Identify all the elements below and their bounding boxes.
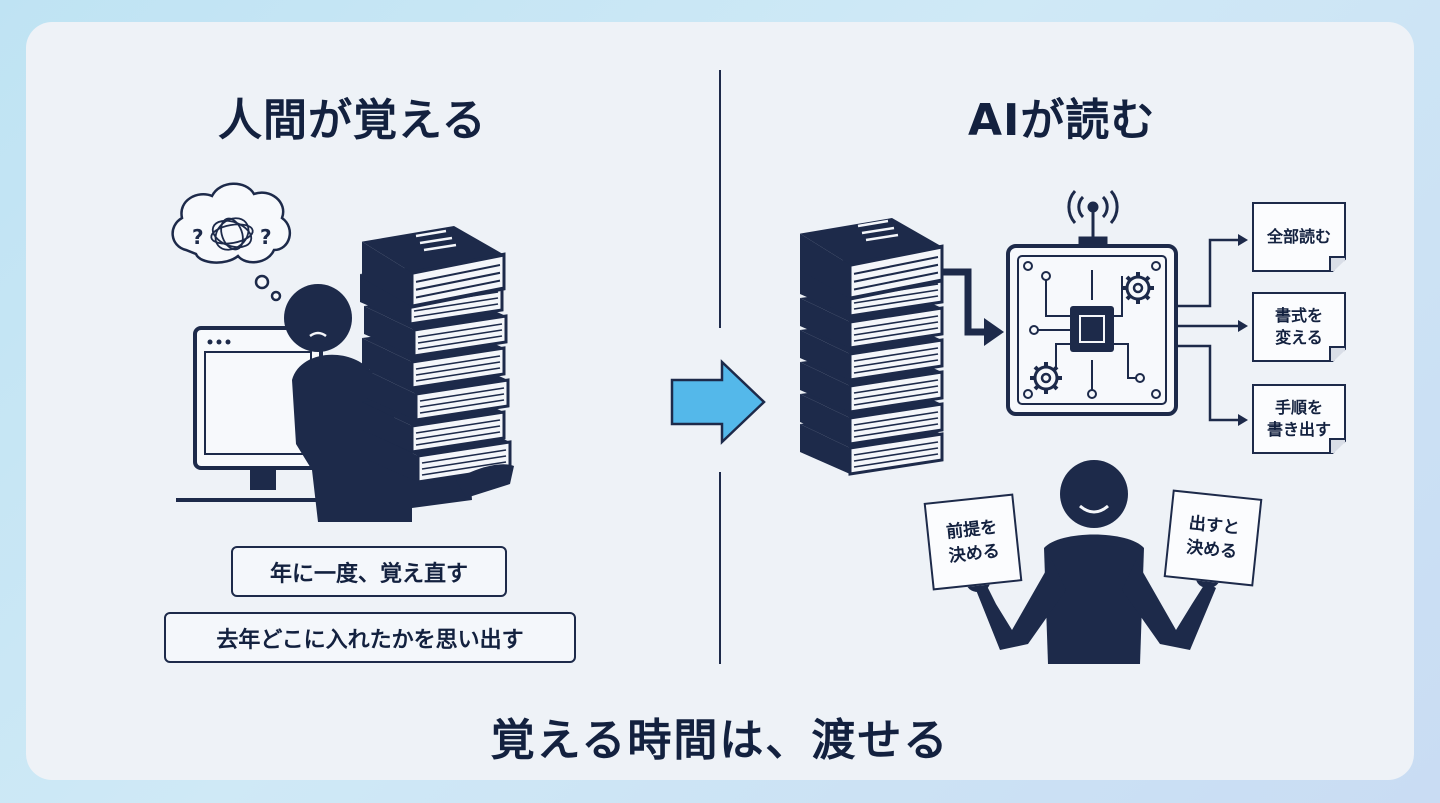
monitor-icon xyxy=(176,326,330,502)
center-divider-bottom xyxy=(719,472,721,664)
svg-text:?: ? xyxy=(260,225,272,249)
output-doc-read-all: 全部読む xyxy=(1252,202,1346,272)
output-doc-change-format: 書式を 変える xyxy=(1252,292,1346,362)
footer-message: 覚える時間は、渡せる xyxy=(490,715,950,766)
happy-person-icon xyxy=(966,460,1220,664)
pill-relearn-yearly: 年に一度、覚え直す xyxy=(231,546,507,597)
ai-chip-icon xyxy=(1006,244,1178,416)
thought-bubble-icon: ? ? xyxy=(171,182,292,302)
output-branches-icon xyxy=(1176,238,1240,422)
book-stack-icon-right xyxy=(798,216,944,476)
right-title: AIが読む xyxy=(968,95,1156,146)
svg-text:?: ? xyxy=(192,225,204,249)
signal-icon xyxy=(1067,190,1119,248)
pill-remember-location: 去年どこに入れたかを思い出す xyxy=(164,612,576,663)
center-divider-top xyxy=(719,70,721,328)
feed-arrow-icon xyxy=(942,268,1004,346)
sign-decide-output: 出すと 決める xyxy=(1163,489,1263,587)
sign-set-premise: 前提を 決める xyxy=(923,493,1023,591)
arrow-right-icon xyxy=(670,359,766,445)
book-stack-icon-left xyxy=(358,224,514,498)
left-title: 人間が覚える xyxy=(218,95,487,146)
output-doc-write-steps: 手順を 書き出す xyxy=(1252,384,1346,454)
